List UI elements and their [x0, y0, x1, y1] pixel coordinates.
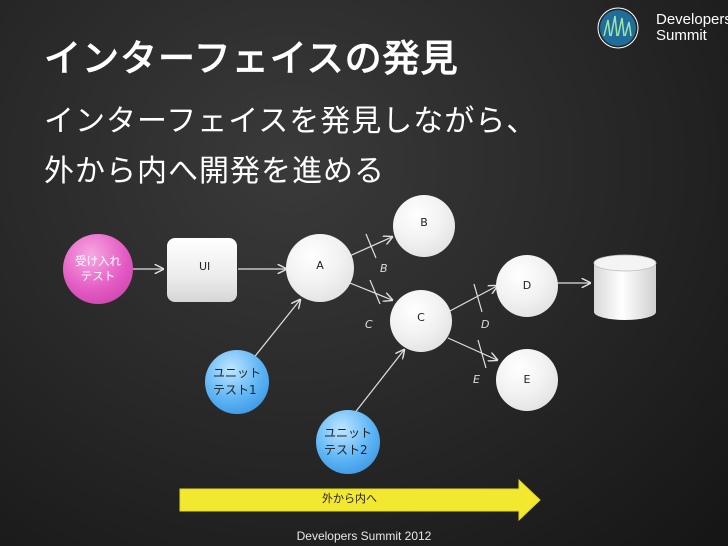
iface-tick-c: [369, 279, 381, 305]
node-e: E: [496, 349, 558, 411]
iface-tick-e: [477, 339, 487, 369]
subtitle-line-2: 外から内へ開発を進める: [44, 154, 385, 189]
node-d-label: D: [522, 278, 532, 292]
node-d: D: [496, 255, 558, 317]
node-b: B: [393, 195, 455, 257]
edge-c-to-d: [447, 286, 497, 313]
unit-test-1-label-2: テスト1: [212, 383, 257, 397]
node-e-label: E: [523, 372, 531, 386]
unit-test-2-node: ユニット テスト2: [316, 410, 380, 474]
edge-c-to-e: [447, 337, 497, 360]
unit-test-1-label-1: ユニット: [212, 366, 261, 380]
edge-unit2-to-c: [349, 350, 404, 420]
iface-label-e: E: [473, 373, 480, 386]
unit-test-2-label-1: ユニット: [323, 426, 372, 440]
iface-label-b: B: [380, 262, 388, 275]
developers-summit-logo: [597, 7, 639, 49]
slide-footer: Developers Summit 2012: [296, 529, 432, 543]
node-b-label: B: [420, 215, 428, 229]
logo-text-line-2: Summit: [656, 27, 707, 44]
acceptance-test-node: 受け入れ テスト: [63, 234, 133, 304]
acceptance-test-label-1: 受け入れ: [75, 254, 121, 268]
node-a-label: A: [316, 258, 324, 272]
iface-label-c: C: [365, 318, 373, 331]
iface-tick-d: [473, 283, 483, 313]
unit-test-1-node: ユニット テスト1: [205, 350, 269, 414]
acceptance-test-label-2: テスト: [80, 269, 116, 283]
ui-label: UI: [199, 260, 211, 273]
unit-test-2-label-2: テスト2: [323, 443, 368, 457]
slide-title: インターフェイスの発見: [44, 37, 459, 80]
node-c: C: [390, 290, 452, 352]
node-a: A: [286, 234, 354, 302]
edge-a-to-b: [344, 237, 392, 259]
subtitle-line-1: インターフェイスを発見しながら、: [44, 104, 538, 139]
node-c-label: C: [417, 310, 425, 324]
edge-a-to-c: [344, 280, 392, 300]
iface-label-d: D: [481, 318, 490, 331]
edge-unit1-to-a: [251, 300, 300, 361]
logo-text-line-1: Developers: [656, 11, 728, 28]
outside-in-label: 外から内へ: [322, 492, 377, 505]
ui-node: UI: [167, 238, 237, 302]
iface-tick-b: [365, 233, 377, 259]
